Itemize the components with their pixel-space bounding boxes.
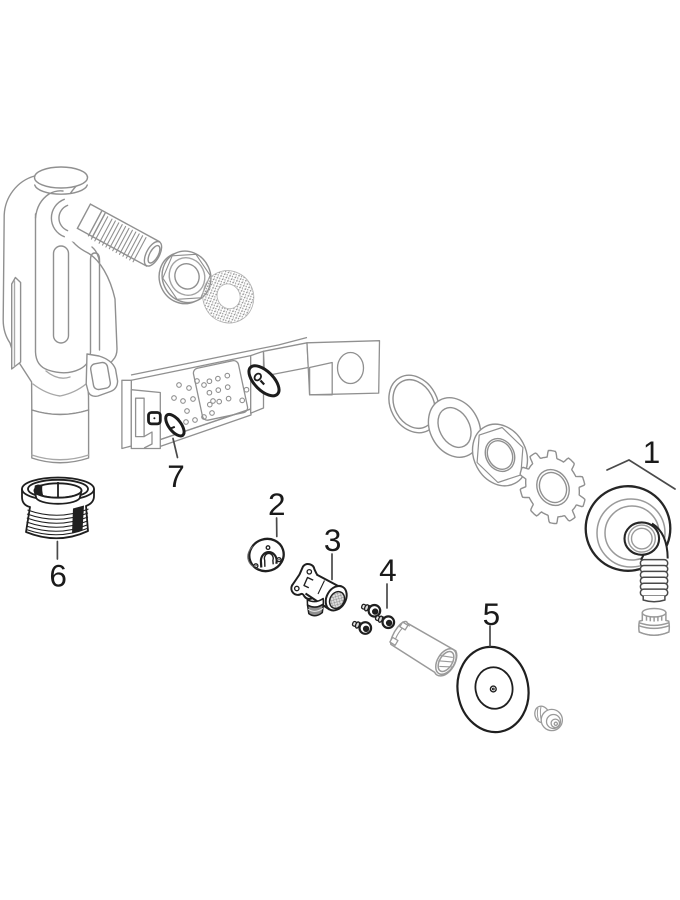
svg-text:5: 5 — [483, 596, 501, 632]
svg-text:3: 3 — [324, 522, 342, 558]
svg-text:4: 4 — [379, 552, 397, 588]
svg-text:1: 1 — [643, 434, 661, 470]
svg-text:6: 6 — [49, 558, 67, 594]
svg-text:7: 7 — [167, 458, 185, 494]
svg-text:2: 2 — [268, 486, 286, 522]
